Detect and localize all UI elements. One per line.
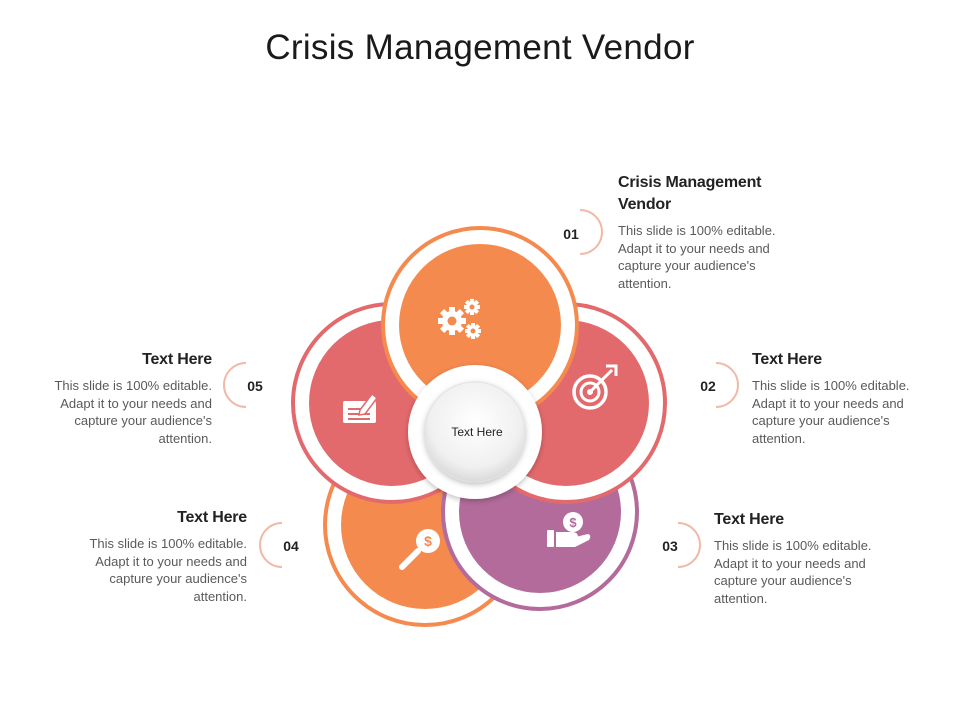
- dollar-search-icon: $: [399, 529, 440, 570]
- svg-text:$: $: [569, 515, 577, 530]
- target-icon: [572, 364, 618, 410]
- center-hub: [408, 365, 542, 499]
- item-title: Text Here: [142, 351, 212, 368]
- signature-icon: [343, 392, 379, 423]
- text-block-03: Text Here This slide is 100% editable. A…: [714, 509, 884, 607]
- svg-text:$: $: [424, 533, 432, 549]
- item-body: This slide is 100% editable. Adapt it to…: [714, 538, 872, 606]
- money-hand-icon: $: [547, 512, 591, 547]
- item-body: This slide is 100% editable. Adapt it to…: [89, 536, 247, 604]
- step-number-03: 03: [662, 538, 678, 554]
- arc-01: [579, 209, 603, 255]
- step-number-02: 02: [700, 378, 716, 394]
- center-label: Text Here: [451, 425, 503, 439]
- item-body: This slide is 100% editable. Adapt it to…: [54, 378, 212, 446]
- text-block-01: Crisis Management Vendor This slide is 1…: [618, 172, 818, 292]
- item-title: Text Here: [177, 509, 247, 526]
- text-block-02: Text Here This slide is 100% editable. A…: [752, 349, 922, 447]
- page-title: Crisis Management Vendor: [265, 28, 695, 67]
- text-block-04: Text Here This slide is 100% editable. A…: [80, 507, 247, 605]
- step-number-05: 05: [247, 378, 263, 394]
- gears-icon: [438, 299, 481, 339]
- item-body: This slide is 100% editable. Adapt it to…: [618, 223, 776, 291]
- item-title: Crisis Management Vendor: [618, 174, 762, 213]
- text-block-05: Text Here This slide is 100% editable. A…: [45, 349, 212, 447]
- arc-03: [677, 522, 701, 568]
- step-number-04: 04: [283, 538, 299, 554]
- item-title: Text Here: [714, 511, 784, 528]
- item-title: Text Here: [752, 351, 822, 368]
- arc-02: [715, 362, 739, 408]
- arc-04: [259, 522, 283, 568]
- arc-05: [223, 362, 247, 408]
- step-number-01: 01: [563, 226, 579, 242]
- item-body: This slide is 100% editable. Adapt it to…: [752, 378, 910, 446]
